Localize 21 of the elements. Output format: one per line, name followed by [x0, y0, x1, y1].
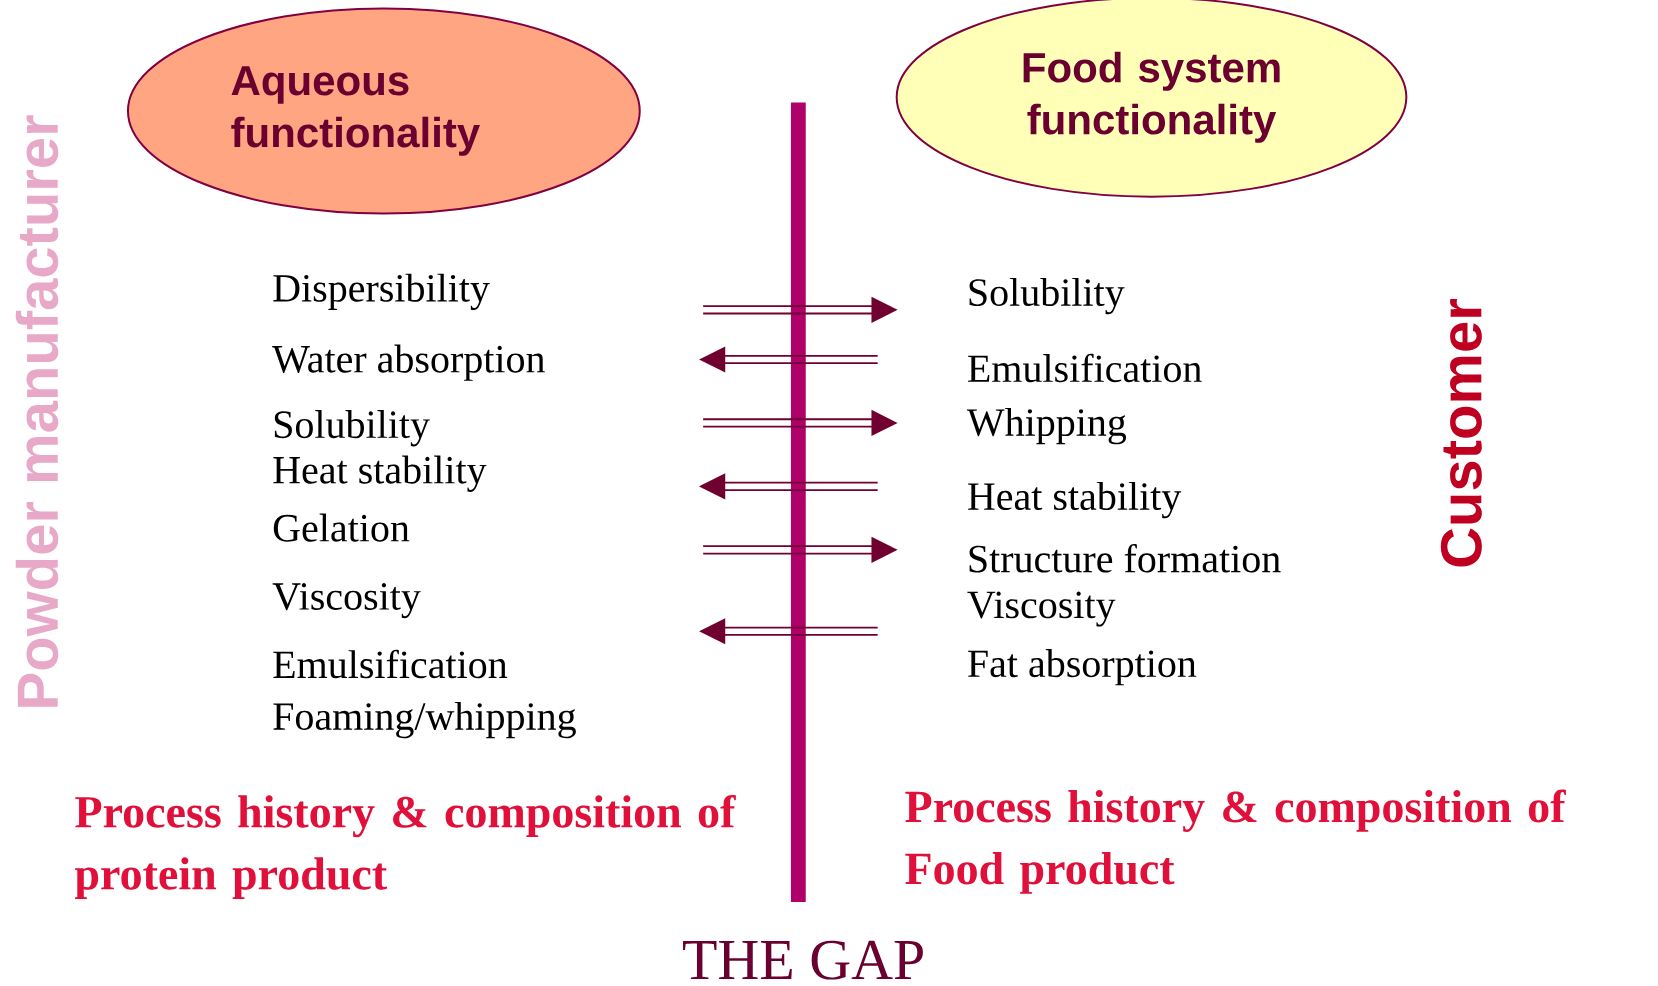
list-item: Fat absorption: [968, 649, 1197, 686]
list-item: Emulsification: [968, 353, 1202, 383]
list-item: Whipping: [966, 408, 1127, 445]
ellipse-node: Aqueous functionality: [126, 7, 641, 215]
list-item: Foaming/whipping: [273, 702, 576, 739]
list-item: Water absorption: [272, 344, 545, 382]
side-label: Customer: [1440, 299, 1482, 567]
list-item: Emulsification: [273, 650, 508, 679]
list-item: Dispersibility: [273, 273, 490, 311]
list-item: Viscosity: [272, 583, 421, 619]
process-note: Process history & composition of protein product: [75, 795, 736, 900]
list-item: Heat stability: [273, 455, 487, 493]
list-item: Viscosity: [967, 591, 1116, 627]
list-item: Heat stability: [968, 482, 1182, 519]
list-item: Solubility: [969, 278, 1125, 315]
gap-label: THE GAP: [683, 940, 923, 980]
list-item: Gelation: [273, 513, 410, 542]
list-item: Solubility: [274, 410, 430, 447]
side-label: Powder manufacturer: [15, 115, 59, 707]
process-note: Process history & composition of Food product: [905, 789, 1566, 895]
list-item: Structure formation: [969, 544, 1281, 573]
